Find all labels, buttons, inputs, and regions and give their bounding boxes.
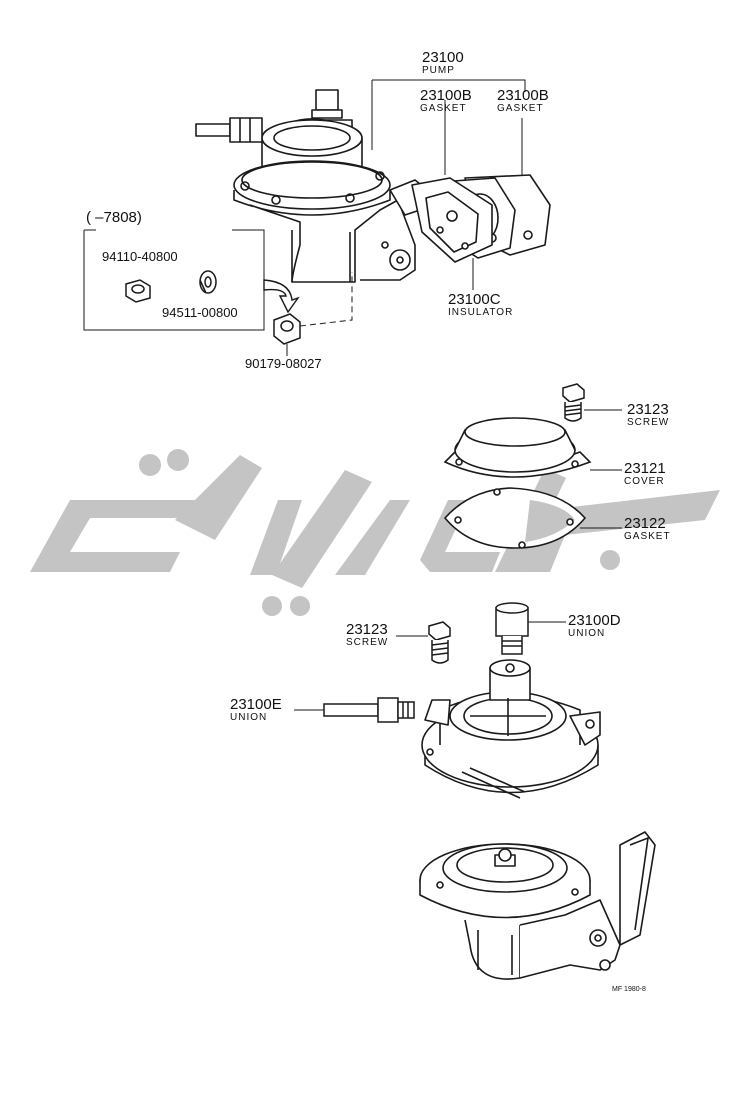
pump-lower-body — [419, 831, 656, 980]
replacement-arrow — [263, 279, 300, 314]
watermark-logo — [30, 449, 720, 616]
union-e — [323, 697, 415, 723]
screw-top-part-name: SCREW — [627, 417, 670, 428]
gasket-a-part-number: 23100B — [420, 87, 472, 104]
gasket-b-part-name: GASKET — [497, 103, 544, 114]
applicability-box — [83, 229, 265, 331]
nut-part-number: 94110-40800 — [102, 249, 178, 264]
cover-part-name: COVER — [624, 476, 665, 487]
screw-top — [562, 383, 585, 422]
pump-upper-body — [421, 659, 601, 799]
screw-mid-part-number: 23123 — [346, 621, 388, 638]
cover-gasket-part-number: 23122 — [624, 515, 666, 532]
insulator-part-number: 23100C — [448, 291, 501, 308]
fuel-pump-assembly — [195, 89, 431, 283]
union-d — [495, 602, 529, 655]
union-e-part-name: UNION — [230, 712, 268, 723]
pump-part-number: 23100 — [422, 49, 464, 66]
gasket-a-part-name: GASKET — [420, 103, 467, 114]
applicability-note: ( –7808) — [86, 209, 142, 226]
gasket-b-part-number: 23100B — [497, 87, 549, 104]
insulator-part-name: INSULATOR — [448, 307, 514, 318]
washer-part-number: 94511-00800 — [162, 305, 238, 320]
screw-mid-part-name: SCREW — [346, 637, 389, 648]
dashed-position-line — [299, 272, 353, 327]
cover-part-number: 23121 — [624, 460, 666, 477]
cover-gasket-part-name: GASKET — [624, 531, 671, 542]
union-e-part-number: 23100E — [230, 696, 282, 713]
nut-and-washer — [125, 270, 217, 303]
nut-alt — [273, 313, 301, 356]
screw-top-part-number: 23123 — [627, 401, 669, 418]
union-d-part-name: UNION — [568, 628, 606, 639]
alt-nut-part-number: 90179-08027 — [245, 356, 322, 371]
pump-leader-lines — [371, 79, 526, 290]
flange-gaskets — [411, 174, 551, 263]
cover-gasket — [443, 487, 587, 549]
screw-mid — [428, 621, 451, 664]
figure-code: MF 1980-8 — [612, 986, 646, 993]
pump-cover — [443, 417, 592, 478]
pump-part-name: PUMP — [422, 65, 455, 76]
union-d-part-number: 23100D — [568, 612, 621, 629]
